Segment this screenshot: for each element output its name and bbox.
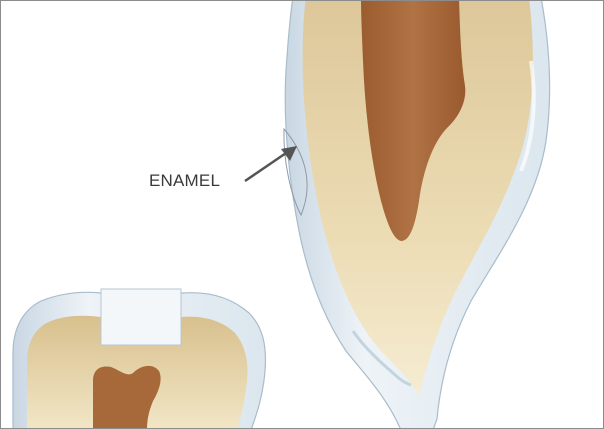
small-tooth — [13, 289, 265, 429]
enamel-label: ENAMEL — [149, 171, 220, 191]
restoration-filling — [101, 289, 181, 345]
large-tooth — [284, 1, 550, 429]
